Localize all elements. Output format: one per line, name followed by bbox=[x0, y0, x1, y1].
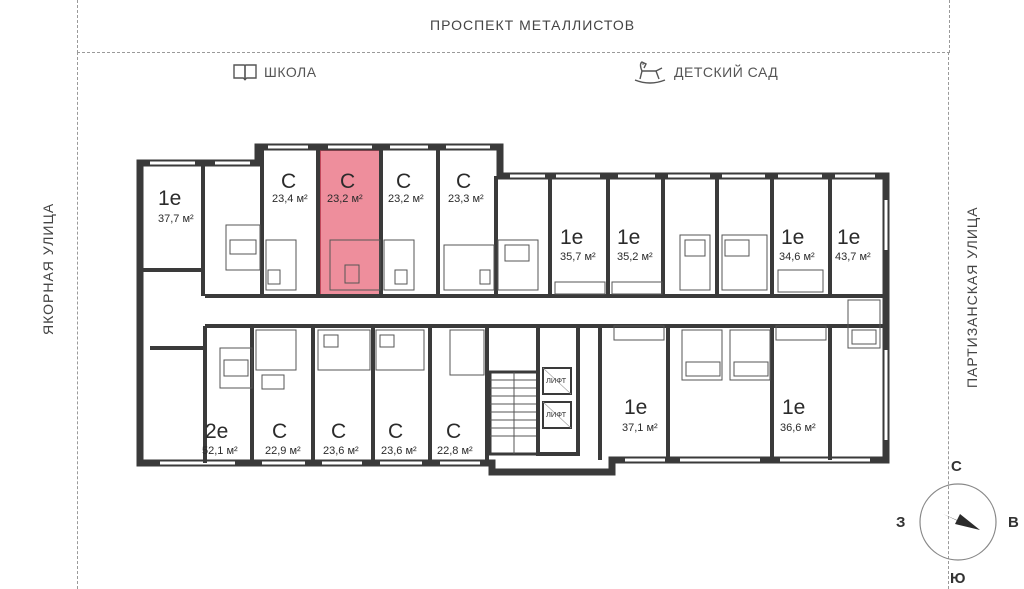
compass-north: С bbox=[951, 458, 962, 475]
apartment-a1[interactable]: 1е 37,7 м² bbox=[158, 187, 194, 225]
apartment-b4-area: 23,6 м² bbox=[381, 445, 417, 457]
apartment-a5-type: С bbox=[456, 170, 471, 193]
apartment-b5-area: 22,8 м² bbox=[437, 445, 473, 457]
compass-east: В bbox=[1008, 514, 1019, 531]
kindergarten-landmark: ДЕТСКИЙ САД bbox=[632, 60, 778, 84]
compass bbox=[919, 483, 997, 561]
plot-boundary-right bbox=[948, 52, 949, 589]
apartment-a2-type: С bbox=[281, 170, 296, 193]
apartment-a8-type: 1е bbox=[781, 226, 804, 249]
apartment-b2[interactable]: С 22,9 м² bbox=[265, 420, 301, 457]
school-label: ШКОЛА bbox=[264, 64, 317, 80]
exterior-walls bbox=[136, 143, 890, 476]
apartment-a4-area: 23,2 м² bbox=[388, 193, 424, 205]
apartment-a2[interactable]: С 23,4 м² bbox=[272, 170, 308, 205]
apartment-a5[interactable]: С 23,3 м² bbox=[448, 170, 484, 205]
plot-boundary-left bbox=[77, 52, 78, 589]
apartment-a7-type: 1е bbox=[617, 226, 640, 249]
rocking-horse-icon bbox=[634, 61, 666, 84]
windows bbox=[138, 145, 888, 465]
apartment-b4-type: С bbox=[388, 420, 403, 443]
compass-ring bbox=[919, 483, 997, 561]
apartment-a3[interactable]: С 23,2 м² bbox=[327, 170, 363, 205]
apartment-a8-area: 34,6 м² bbox=[779, 251, 815, 263]
school-landmark: ШКОЛА bbox=[232, 62, 317, 82]
apartment-b3[interactable]: С 23,6 м² bbox=[323, 420, 359, 457]
apartment-b1-type: 2е bbox=[205, 420, 228, 443]
apartment-a3-type: С bbox=[340, 170, 355, 193]
apartment-b3-area: 23,6 м² bbox=[323, 445, 359, 457]
apartment-b3-type: С bbox=[331, 420, 346, 443]
apartment-a3-area: 23,2 м² bbox=[327, 193, 363, 205]
apartment-a6-type: 1е bbox=[560, 226, 583, 249]
apartment-a7[interactable]: 1е 35,2 м² bbox=[617, 226, 653, 263]
apartment-b2-area: 22,9 м² bbox=[265, 445, 301, 457]
apartment-a6-area: 35,7 м² bbox=[560, 251, 596, 263]
apartment-a1-area: 37,7 м² bbox=[158, 213, 194, 225]
apartment-b6-type: 1е bbox=[624, 396, 647, 419]
apartment-b7-type: 1е bbox=[782, 396, 805, 419]
bathroom-fixtures bbox=[219, 224, 881, 390]
apartment-b1-area: 52,1 м² bbox=[202, 445, 238, 457]
apartment-a9-type: 1е bbox=[837, 226, 860, 249]
apartment-b1[interactable]: 2е 52,1 м² bbox=[202, 420, 238, 457]
apartment-b7[interactable]: 1е 36,6 м² bbox=[780, 396, 816, 434]
apartment-a1-type: 1е bbox=[158, 187, 181, 210]
stairwell bbox=[488, 370, 540, 456]
apartment-b6-area: 37,1 м² bbox=[622, 422, 658, 434]
apartment-a8[interactable]: 1е 34,6 м² bbox=[779, 226, 815, 263]
kindergarten-label: ДЕТСКИЙ САД bbox=[674, 64, 779, 80]
book-icon bbox=[233, 64, 257, 81]
apartment-b4[interactable]: С 23,6 м² bbox=[381, 420, 417, 457]
lift-1-label: ЛИФТ bbox=[546, 376, 567, 385]
apartment-a7-area: 35,2 м² bbox=[617, 251, 653, 263]
lift-2-label: ЛИФТ bbox=[546, 410, 567, 419]
apartment-a6[interactable]: 1е 35,7 м² bbox=[560, 226, 596, 263]
apartment-a9[interactable]: 1е 43,7 м² bbox=[835, 226, 871, 263]
apartment-a9-area: 43,7 м² bbox=[835, 251, 871, 263]
apartment-a2-area: 23,4 м² bbox=[272, 193, 308, 205]
plot-boundary-top bbox=[77, 0, 950, 53]
apartment-a5-area: 23,3 м² bbox=[448, 193, 484, 205]
apartment-a4[interactable]: С 23,2 м² bbox=[388, 170, 424, 205]
compass-south: Ю bbox=[950, 570, 966, 587]
apartment-b2-type: С bbox=[272, 420, 287, 443]
apartment-a4-type: С bbox=[396, 170, 411, 193]
interior-walls bbox=[138, 147, 886, 463]
lift-shafts: ЛИФТ ЛИФТ bbox=[536, 324, 580, 456]
apartment-b5-type: С bbox=[446, 420, 461, 443]
compass-west: З bbox=[896, 514, 906, 531]
apartment-b5[interactable]: С 22,8 м² bbox=[437, 420, 473, 457]
street-north-label: ПРОСПЕКТ МЕТАЛЛИСТОВ bbox=[430, 17, 636, 33]
apartment-b6[interactable]: 1е 37,1 м² bbox=[622, 396, 658, 434]
apartment-b7-area: 36,6 м² bbox=[780, 422, 816, 434]
